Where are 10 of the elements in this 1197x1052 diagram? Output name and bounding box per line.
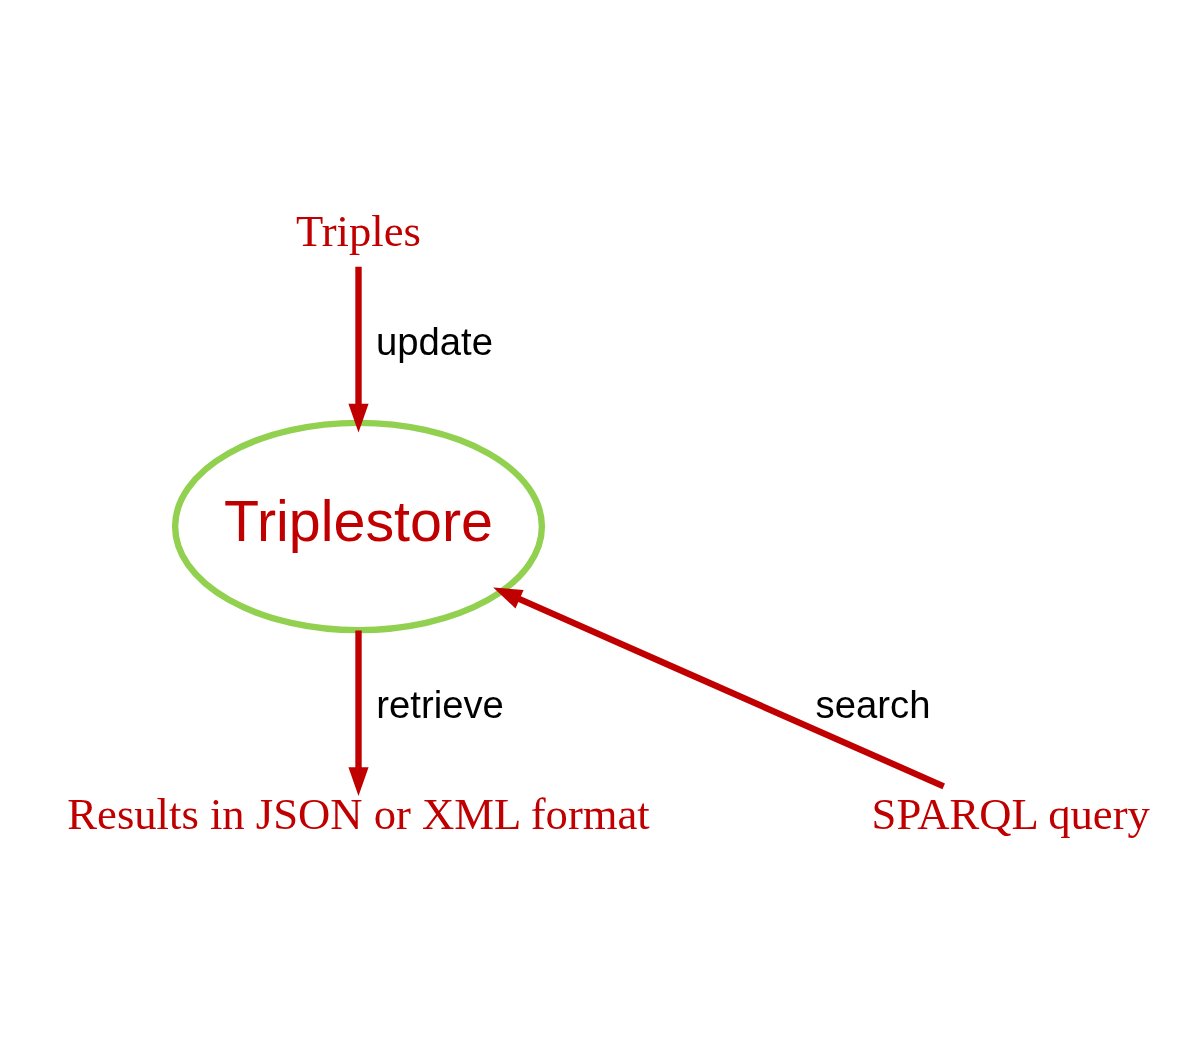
node-text: Results in JSON or XML format: [67, 788, 650, 839]
arrow: [348, 629, 369, 796]
arrow: [348, 266, 369, 432]
edge-label: update: [375, 319, 494, 363]
node-text: SPARQL query: [871, 788, 1150, 839]
node-ellipse: Triplestore: [171, 419, 546, 633]
edge-label: retrieve: [376, 682, 504, 726]
arrow: [493, 587, 945, 789]
node-text: Triples: [296, 205, 421, 256]
edge-label: search: [815, 682, 931, 726]
